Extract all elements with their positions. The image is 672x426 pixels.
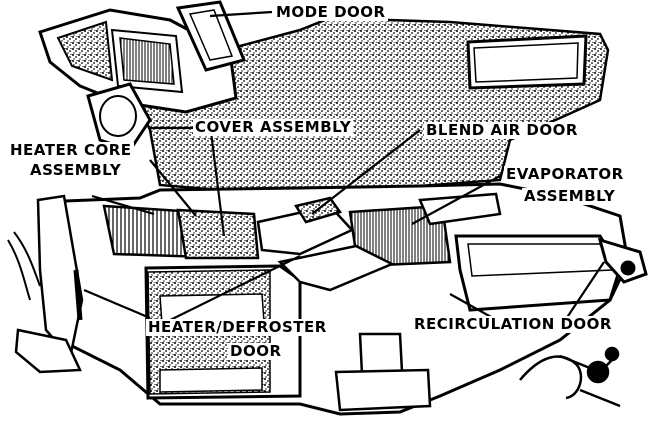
- heater-core-shape: [102, 204, 260, 260]
- defrost-outlet-window: [466, 34, 588, 90]
- label-heater-core-line2: ASSEMBLY: [28, 161, 124, 179]
- blower-housing-left: [86, 82, 152, 152]
- label-heater-defroster-line2: DOOR: [228, 342, 284, 360]
- front-shelf: [277, 244, 432, 412]
- label-heater-defroster-line1: HEATER/DEFROSTER: [146, 318, 329, 336]
- label-blend-air-door: BLEND AIR DOOR: [424, 121, 580, 139]
- left-end-plate: [14, 194, 84, 374]
- label-recirculation-door: RECIRCULATION DOOR: [412, 315, 614, 333]
- recirculation-housing: [454, 234, 648, 312]
- evaporator-shape: [348, 192, 502, 268]
- mode-door-flap: [175, 0, 247, 72]
- recirculation-linkage: [519, 346, 621, 408]
- label-evaporator-line1: EVAPORATOR: [504, 165, 626, 183]
- label-heater-core-line1: HEATER CORE: [8, 141, 134, 159]
- label-mode-door: MODE DOOR: [274, 3, 388, 21]
- label-evaporator-line2: ASSEMBLY: [522, 187, 618, 205]
- label-cover-assembly: COVER ASSEMBLY: [193, 118, 354, 136]
- hose-lines: [7, 231, 41, 301]
- upper-left-duct: [38, 8, 238, 114]
